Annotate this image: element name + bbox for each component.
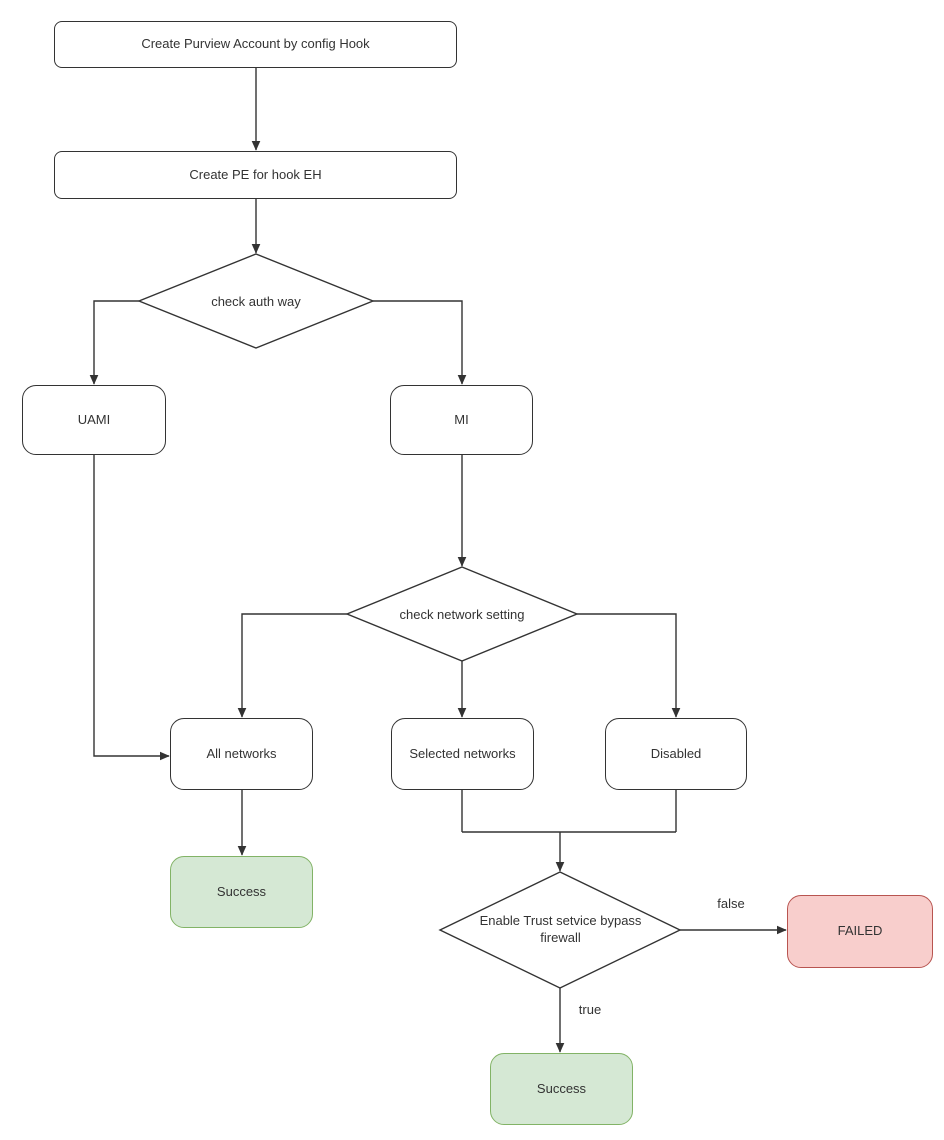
node-disabled: Disabled bbox=[605, 718, 747, 790]
edge-label-false: false bbox=[717, 896, 745, 911]
node-create-purview-account: Create Purview Account by config Hook bbox=[54, 21, 457, 68]
node-all-networks: All networks bbox=[170, 718, 313, 790]
edge-uami-to-all-networks bbox=[93, 455, 170, 761]
decision-enable-trust-label: Enable Trust setvice bypass firewall bbox=[479, 913, 642, 945]
decision-check-network-shape bbox=[345, 566, 579, 662]
decision-check-network-label: check network setting bbox=[399, 607, 525, 622]
node-failed: FAILED bbox=[787, 895, 933, 968]
edge-check-auth-to-mi bbox=[373, 300, 467, 385]
node-selected-networks: Selected networks bbox=[391, 718, 534, 790]
decision-check-auth-label: check auth way bbox=[211, 294, 301, 309]
edge-check-auth-to-uami bbox=[89, 300, 139, 385]
node-mi: MI bbox=[390, 385, 533, 455]
node-success-all-networks: Success bbox=[170, 856, 313, 928]
node-uami: UAMI bbox=[22, 385, 166, 455]
edge-check-network-to-disabled bbox=[577, 613, 681, 718]
edge-check-network-to-all-networks bbox=[237, 613, 347, 718]
decision-check-auth-shape bbox=[137, 253, 375, 349]
edge-label-true: true bbox=[578, 1002, 602, 1017]
decision-enable-trust-shape bbox=[438, 871, 682, 989]
node-create-pe-for-hook-eh: Create PE for hook EH bbox=[54, 151, 457, 199]
node-success-trust: Success bbox=[490, 1053, 633, 1125]
